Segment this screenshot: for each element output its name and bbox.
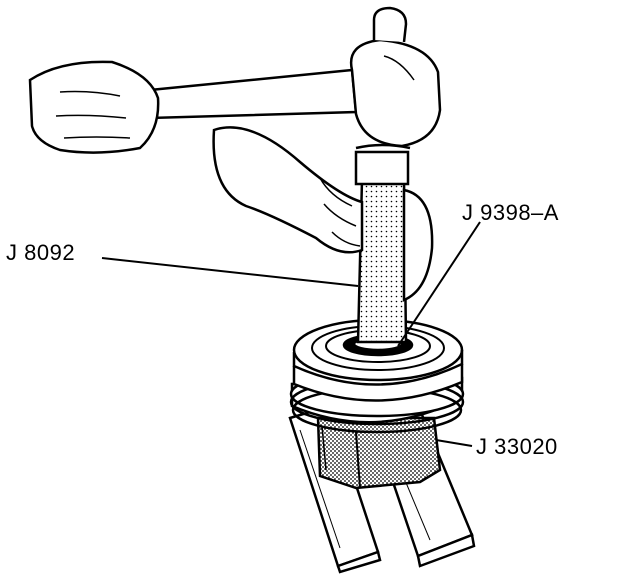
leader-j8092 — [101, 257, 359, 287]
hand-on-hammer — [28, 60, 160, 154]
callout-leaders — [101, 221, 481, 447]
leader-j9398a — [397, 221, 481, 347]
installer-handle-j9398a — [354, 143, 411, 344]
hammer — [148, 6, 442, 148]
pulley-assembly — [289, 318, 465, 434]
hand-holding-handle — [212, 126, 434, 302]
leader-j33020 — [435, 439, 473, 447]
holding-fixture-j33020 — [316, 416, 442, 490]
callout-j9398a: J 9398–A — [462, 200, 559, 225]
callout-j8092: J 8092 — [6, 240, 76, 265]
callout-j33020: J 33020 — [476, 434, 558, 459]
